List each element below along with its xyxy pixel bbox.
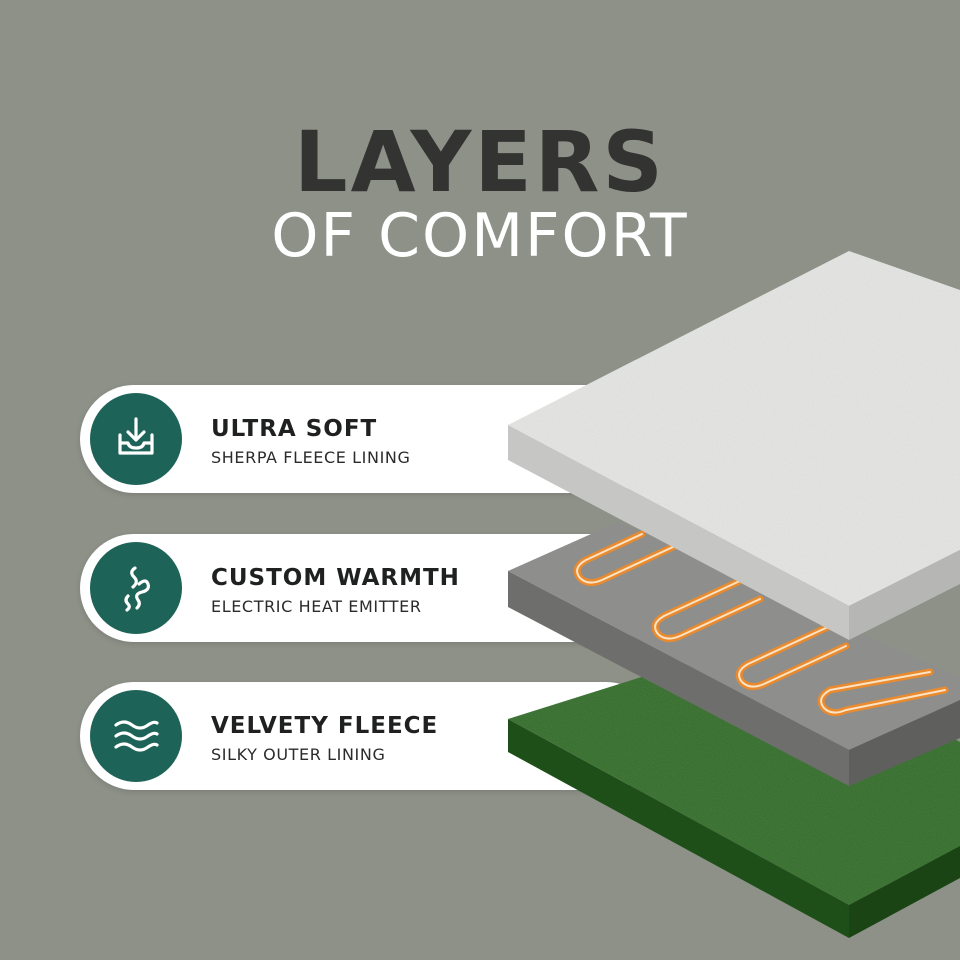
feature-subheading: SILKY OUTER LINING xyxy=(211,745,386,764)
feature-subheading: ELECTRIC HEAT EMITTER xyxy=(211,597,422,616)
heat-waves-icon xyxy=(90,542,182,634)
feature-heading: CUSTOM WARMTH xyxy=(211,565,460,591)
title-main: LAYERS xyxy=(294,113,666,211)
feature-subheading: SHERPA FLEECE LINING xyxy=(211,448,411,467)
title-sub: OF COMFORT xyxy=(271,201,689,271)
feature-heading: VELVETY FLEECE xyxy=(211,713,439,739)
sherpa-fleece-layer xyxy=(508,251,960,640)
heat-emitter-layer xyxy=(508,522,960,786)
wavy-lines-icon xyxy=(90,690,182,782)
feature-heading: ULTRA SOFT xyxy=(211,416,378,442)
download-tray-icon xyxy=(90,393,182,485)
heating-wire xyxy=(573,530,949,717)
